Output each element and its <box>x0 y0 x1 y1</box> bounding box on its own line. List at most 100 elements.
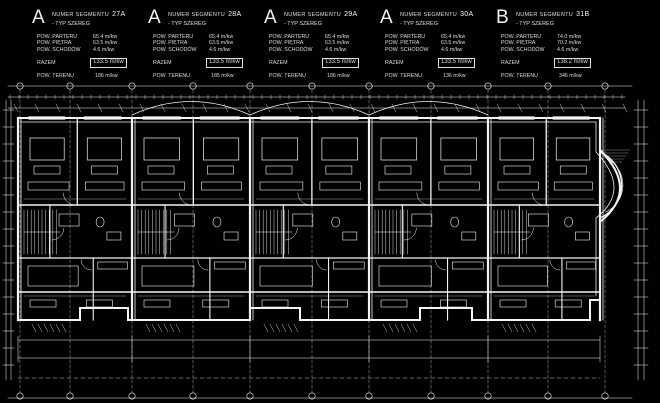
segment-number-label: NUMER SEGMENTU <box>168 12 226 18</box>
room-label-box <box>380 299 408 308</box>
kitchen-counter <box>451 261 484 270</box>
room-label-box <box>261 299 289 308</box>
bed-furniture <box>380 137 418 161</box>
area-label: POW. PARTERU <box>385 34 426 40</box>
grid-axis-bubble <box>128 82 136 90</box>
terrace-hatch <box>513 323 519 333</box>
segment-number-label: NUMER SEGMENTU <box>516 12 574 18</box>
door-swing <box>166 227 180 241</box>
dimension-tick <box>13 103 19 113</box>
grid-axis-bubble <box>427 82 435 90</box>
plot-area-value: 346 m/kw <box>559 73 582 79</box>
bed-furniture <box>29 137 65 161</box>
total-area-value: 133.5 m/kw <box>438 58 475 68</box>
bathtub <box>58 213 80 227</box>
grid-axis-bubble <box>16 82 24 90</box>
roof-arc <box>249 101 370 116</box>
grid-axis-bubble <box>246 82 254 90</box>
wardrobe <box>319 181 361 191</box>
total-area-label: RAZEM <box>385 60 404 66</box>
bathtub <box>411 213 433 227</box>
door-swing <box>316 259 327 271</box>
living-furniture <box>259 265 313 287</box>
area-label: POW. PARTERU <box>37 34 78 40</box>
door-swing <box>197 259 209 271</box>
terrace-hatch <box>37 323 43 333</box>
living-furniture <box>27 265 79 287</box>
sink <box>575 231 590 241</box>
room-label-box <box>202 299 230 308</box>
bathtub <box>528 213 549 227</box>
dimension-tick <box>622 103 628 113</box>
dimension-tick <box>412 103 418 113</box>
terrace-hatch <box>531 323 537 333</box>
area-label: POW. SCHODÓW <box>37 46 81 53</box>
room-label-box <box>325 165 353 175</box>
dimension-tick <box>475 103 481 113</box>
kitchen-counter <box>214 261 246 270</box>
door-swing <box>51 227 65 241</box>
terrace-hatch <box>382 323 388 333</box>
total-area-value: 133.5 m/kw <box>206 58 243 68</box>
grid-axis-bubble <box>246 392 254 400</box>
terrace-hatch <box>61 323 67 333</box>
dimension-tick <box>202 103 208 113</box>
terrace-hatch <box>501 323 507 333</box>
segment-number-label: NUMER SEGMENTU <box>52 12 110 18</box>
terrace-hatch <box>169 323 175 333</box>
area-value: 65.4 m/kw <box>93 34 118 40</box>
dimension-tick <box>580 103 586 113</box>
area-label: POW. PARTERU <box>501 34 542 40</box>
segment-number: 30A <box>460 11 474 18</box>
total-area-value: 133.5 m/kw <box>90 58 127 68</box>
area-value: 4.6 m/kw <box>557 46 579 53</box>
grid-axis-bubble <box>484 392 492 400</box>
area-label: POW. SCHODÓW <box>269 46 313 53</box>
kitchen-counter <box>97 261 128 270</box>
door-swing <box>63 192 76 206</box>
sink <box>461 231 477 241</box>
bathtub <box>292 213 314 227</box>
plot-area-value: 136 m/kw <box>443 73 466 79</box>
segment-type-letter: A <box>380 7 393 28</box>
toilet <box>331 216 340 228</box>
dimension-tick <box>118 103 124 113</box>
grid-axis-bubble <box>544 82 552 90</box>
wardrobe <box>84 181 125 191</box>
dimension-tick <box>517 103 523 113</box>
bed-furniture <box>440 137 477 161</box>
door-swing <box>435 259 446 271</box>
toilet <box>212 216 222 228</box>
wardrobe <box>259 181 304 191</box>
bed-furniture <box>555 137 591 161</box>
room-label-box <box>86 299 113 308</box>
dimension-tick <box>538 103 544 113</box>
area-label: POW. PIĘTRA <box>153 40 188 47</box>
terrace-hatch <box>406 323 412 333</box>
dimension-tick <box>391 103 397 113</box>
area-value: 63.5 m/kw <box>93 40 118 47</box>
area-label: POW. PIĘTRA <box>269 40 304 47</box>
grid-axis-bubble <box>601 392 609 400</box>
dimension-tick <box>328 103 334 113</box>
bed-furniture <box>203 137 240 161</box>
plot-area-label: POW. TERENU <box>153 73 190 79</box>
segment-type-letter: A <box>264 7 277 28</box>
area-value: 65.4 m/kw <box>441 34 466 40</box>
room-label-box <box>90 165 118 175</box>
grid-axis-bubble <box>427 392 435 400</box>
grid-axis-bubble <box>484 82 492 90</box>
plot-area-value: 186 m/kw <box>95 73 118 79</box>
